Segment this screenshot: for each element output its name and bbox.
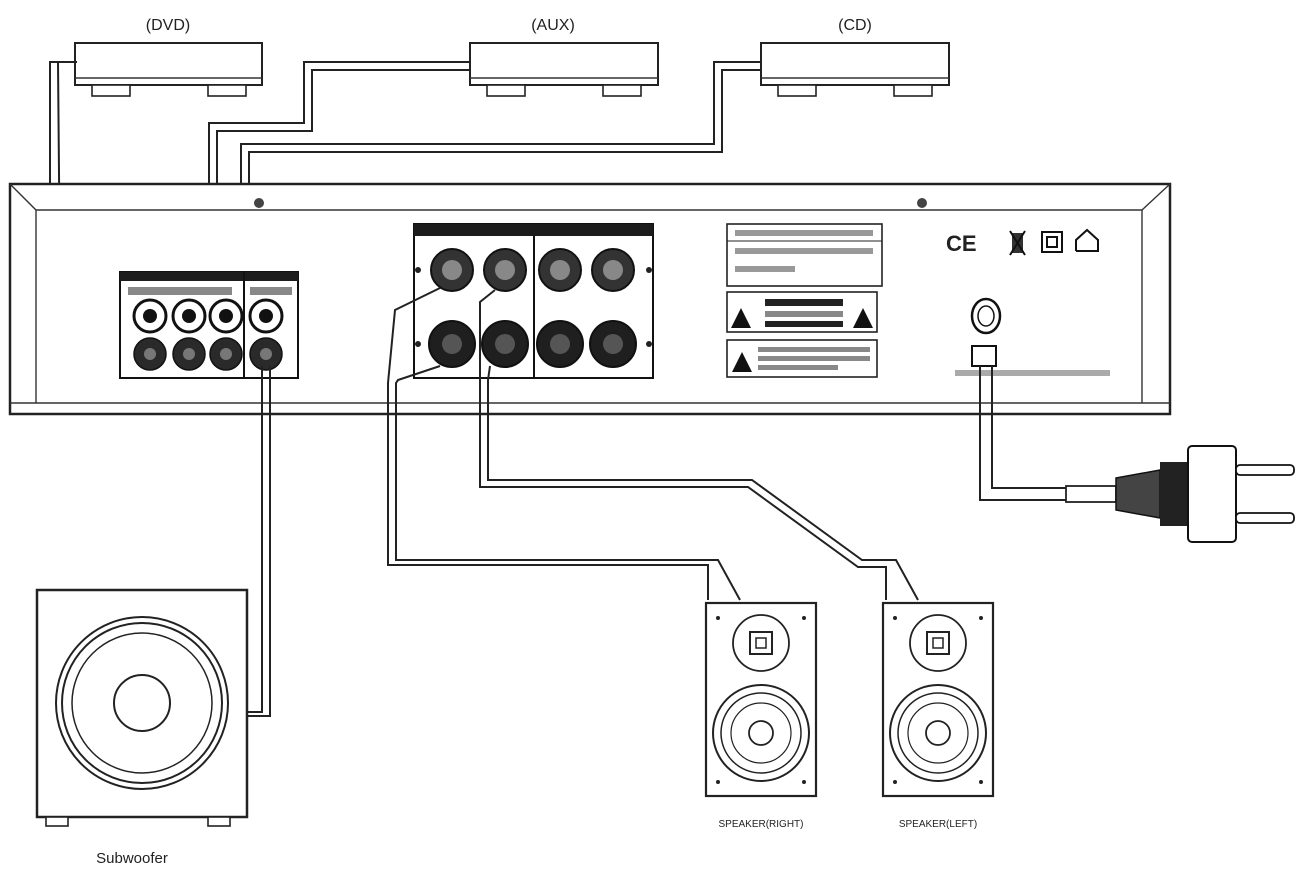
speaker-right-cable xyxy=(387,287,741,601)
speaker-right: SPEAKER(RIGHT) xyxy=(704,601,818,830)
certification-marks: CE xyxy=(946,228,1099,256)
speaker-terminals-top xyxy=(430,248,635,292)
dvd-label: (DVD) xyxy=(146,17,190,34)
shock-warning-label xyxy=(726,339,878,378)
subwoofer: Subwoofer xyxy=(35,588,249,867)
model-label-plate xyxy=(726,223,883,287)
caution-label xyxy=(726,291,878,333)
plug-pin-top xyxy=(1235,464,1295,476)
aux-device: (AUX) xyxy=(469,17,659,97)
speaker-terminals-bottom xyxy=(428,320,637,368)
power-plug xyxy=(1115,445,1295,543)
plug-pin-bottom xyxy=(1235,512,1295,524)
amplifier-rear-panel: CE xyxy=(8,182,1172,416)
warning-triangle-icon xyxy=(731,308,751,328)
panel-screw-right xyxy=(917,198,927,208)
speaker-terminal-panel xyxy=(413,223,654,379)
weee-bin-icon xyxy=(1009,230,1026,256)
rca-jacks-bottom-row xyxy=(133,337,283,371)
cd-label: (CD) xyxy=(838,17,872,34)
power-socket xyxy=(970,297,1002,335)
panel-screw-left xyxy=(254,198,264,208)
power-cord xyxy=(979,366,1117,503)
dvd-player: (DVD) xyxy=(74,17,263,97)
subwoofer-cable xyxy=(246,366,271,717)
rca-input-panel xyxy=(119,271,299,379)
shock-warning-icon xyxy=(732,352,752,372)
ce-mark: CE xyxy=(946,231,977,256)
subwoofer-label: Subwoofer xyxy=(96,850,168,867)
speaker-left-cable xyxy=(479,289,919,601)
power-rating-label xyxy=(955,370,1110,376)
indoor-use-icon xyxy=(1075,228,1099,252)
cd-player: (CD) xyxy=(760,17,950,97)
rca-jacks-top-row xyxy=(132,298,284,334)
speaker-right-label: SPEAKER(RIGHT) xyxy=(718,819,803,830)
warning-triangle-icon-right xyxy=(853,308,873,328)
double-insulation-icon xyxy=(1041,231,1063,253)
speaker-left-label: SPEAKER(LEFT) xyxy=(899,819,977,830)
aux-label: (AUX) xyxy=(531,17,575,34)
power-cord-grommet xyxy=(971,345,997,367)
speaker-left: SPEAKER(LEFT) xyxy=(881,601,995,830)
